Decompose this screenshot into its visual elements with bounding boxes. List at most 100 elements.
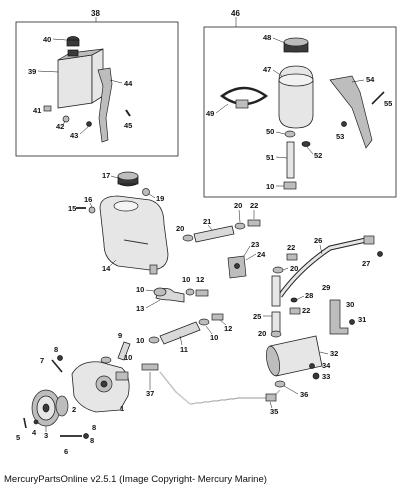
callout-22: 22 — [250, 201, 258, 210]
callout-10e: 10 — [210, 333, 218, 342]
fitting-50 — [284, 130, 296, 138]
callout-11: 11 — [180, 345, 188, 354]
screw-45 — [125, 109, 131, 117]
callout-47: 47 — [263, 65, 271, 74]
washer-8b — [83, 433, 89, 439]
callout-34: 34 — [322, 361, 331, 370]
nut-42 — [62, 115, 70, 123]
cooler-assembly: 26 27 22 20 28 22 25 20 29 30 31 32 34 — [253, 235, 383, 399]
callout-36: 36 — [300, 390, 308, 399]
callout-41: 41 — [33, 106, 41, 115]
callout-8b: 8 — [90, 436, 94, 445]
screw-55 — [371, 91, 385, 105]
washer-43 — [86, 121, 92, 127]
callout-17: 17 — [102, 171, 110, 180]
callout-14: 14 — [102, 264, 111, 273]
kit-box-38: 38 40 39 44 41 42 43 45 — [15, 9, 179, 157]
bracket-53 — [329, 75, 373, 149]
callout-12b: 12 — [224, 324, 232, 333]
hose-21-set: 20 21 20 22 — [176, 201, 261, 243]
callout-15: 15 — [68, 204, 76, 213]
clamp-49 — [219, 86, 269, 106]
kit-box-border — [203, 26, 397, 198]
clip-41 — [43, 105, 52, 112]
callout-20b: 20 — [234, 201, 242, 210]
kit-box-46: 46 48 47 49 54 55 53 50 52 51 — [203, 9, 397, 198]
callout-16: 16 — [84, 195, 92, 204]
kit-box-border — [15, 21, 179, 157]
callout-54: 54 — [366, 75, 375, 84]
clamp-10-right — [198, 318, 210, 326]
clamp-20 — [182, 234, 194, 242]
bolt-7 — [51, 359, 63, 373]
hose-21 — [193, 225, 235, 243]
clamp-10-kit — [283, 181, 297, 190]
callout-22b: 22 — [287, 243, 295, 252]
callout-38: 38 — [91, 9, 100, 18]
callout-10d: 10 — [136, 336, 144, 345]
clamp-20c — [272, 266, 284, 274]
callout-37: 37 — [146, 389, 154, 398]
fitting-set-13: 10 13 10 12 — [136, 275, 209, 313]
callout-51: 51 — [266, 153, 274, 162]
callout-13: 13 — [136, 304, 144, 313]
callout-8c: 8 — [92, 423, 96, 432]
callout-21: 21 — [203, 217, 211, 226]
fitting-37 — [141, 363, 159, 371]
callout-48: 48 — [263, 33, 271, 42]
hose-11-set: 10 11 10 12 — [136, 313, 232, 354]
callout-10b: 10 — [136, 285, 144, 294]
callout-44: 44 — [124, 79, 133, 88]
nut-34 — [309, 363, 315, 369]
callout-8: 8 — [54, 345, 58, 354]
callout-2: 2 — [72, 405, 76, 414]
grommet-16 — [88, 206, 96, 214]
callout-22c: 22 — [302, 306, 310, 315]
reservoir-cap-40 — [67, 49, 79, 57]
clamp-10-low — [148, 336, 160, 344]
hose-51 — [286, 141, 295, 179]
callout-10: 10 — [266, 182, 274, 191]
callout-1: 1 — [120, 404, 124, 413]
callout-23: 23 — [251, 240, 259, 249]
reservoir-assembly: 17 19 18 14 15 16 — [68, 171, 169, 275]
screw-5 — [23, 417, 27, 429]
fitting-33 — [312, 372, 320, 380]
callout-4: 4 — [32, 428, 37, 437]
callout-49: 49 — [206, 109, 214, 118]
connector-23: 23 24 — [227, 240, 266, 279]
callout-53: 53 — [336, 132, 344, 141]
callout-28: 28 — [305, 291, 313, 300]
callout-27: 27 — [362, 259, 370, 268]
clip-27 — [377, 251, 383, 257]
clamp-10-left — [153, 287, 167, 297]
clip-52 — [301, 141, 311, 147]
callout-35: 35 — [270, 407, 278, 416]
callout-43: 43 — [70, 131, 78, 140]
callout-5: 5 — [16, 433, 20, 442]
clamp-10-pump — [100, 356, 112, 364]
fitting-22b — [286, 253, 298, 261]
pump-assembly: 9 10 7 8 1 2 3 5 4 6 8 8 — [16, 331, 132, 456]
callout-26: 26 — [314, 236, 322, 245]
reservoir-body-39 — [57, 54, 93, 109]
callout-7: 7 — [40, 356, 44, 365]
callout-6: 6 — [64, 447, 68, 456]
tank-14 — [99, 195, 169, 271]
clamp-20b — [234, 222, 246, 230]
callout-12: 12 — [196, 275, 204, 284]
hose-vertical — [271, 275, 281, 307]
washer-8 — [57, 355, 63, 361]
callout-20c: 20 — [290, 264, 298, 273]
fitting-22 — [247, 219, 261, 227]
callout-32: 32 — [330, 349, 338, 358]
callout-10f: 10 — [124, 353, 132, 362]
screw-31 — [349, 319, 355, 325]
callout-3: 3 — [44, 431, 48, 440]
fitting-12 — [195, 289, 209, 297]
bracket-44 — [97, 67, 113, 143]
callout-42: 42 — [56, 122, 64, 131]
callout-40: 40 — [43, 35, 51, 44]
clamp-10-mid — [185, 288, 195, 296]
exploded-view-drawing: 38 40 39 44 41 42 43 45 4 6 48 — [15, 9, 397, 456]
